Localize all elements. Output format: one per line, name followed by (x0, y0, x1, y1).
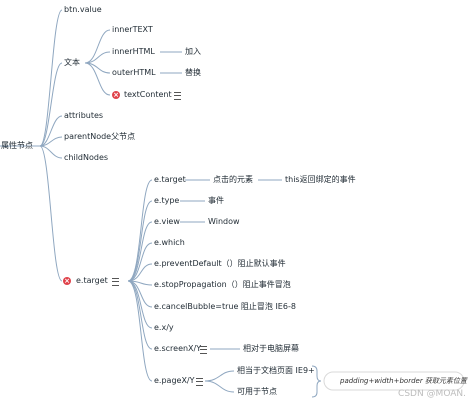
node-event-screen-desc: 相对于电脑屏幕 (243, 344, 299, 353)
node-event-xy: e.x/y (154, 323, 174, 332)
note-lines-icon (196, 378, 203, 386)
node-event-page-desc1: 相当于文档页面 IE9+ (237, 366, 315, 375)
node-btn-value: btn.value (64, 5, 102, 14)
node-event-stop: e.stopPropagation（）阻止事件冒泡 (154, 280, 291, 289)
node-innerhtml: innerHTML (112, 47, 155, 56)
root-node: 属性节点 (1, 141, 33, 150)
node-innerhtml-note: 加入 (185, 47, 201, 56)
node-event-type-desc: 事件 (208, 196, 224, 205)
node-event-cancel: e.cancelBubble=true 阻止冒泡 IE6-8 (154, 302, 296, 311)
node-event-screen: e.screenX/Y (154, 344, 202, 353)
node-textcontent: textContent (124, 90, 172, 99)
node-parentnode: parentNode父节点 (64, 132, 136, 141)
node-event-view-desc: Window (208, 217, 240, 226)
node-event-prevent: e.preventDefault（）阻止默认事件 (154, 259, 286, 268)
watermark: CSDN @MOAN. (398, 389, 466, 399)
node-event-target-desc2: this返回绑定的事件 (285, 175, 356, 184)
node-event-which: e.which (154, 238, 185, 247)
x-circle-icon: × (112, 91, 120, 99)
position-callout: padding+width+border 获取元素位置 (340, 377, 467, 385)
note-lines-icon (112, 278, 119, 286)
node-innertext: innerTEXT (112, 25, 153, 34)
node-event-page: e.pageX/Y (154, 376, 195, 385)
node-event-page-desc2: 可用于节点 (237, 387, 277, 396)
node-etarget-main: e.target (76, 276, 108, 285)
node-attributes: attributes (64, 111, 104, 120)
node-text: 文本 (64, 58, 80, 67)
node-outerhtml: outerHTML (112, 68, 156, 77)
note-lines-icon (200, 346, 207, 354)
node-event-target: e.target (154, 175, 186, 184)
note-lines-icon (174, 92, 181, 100)
node-event-type: e.type (154, 196, 180, 205)
x-circle-icon: × (63, 277, 71, 285)
node-event-view: e.view (154, 217, 180, 226)
node-outerhtml-note: 替换 (185, 68, 201, 77)
node-event-target-desc: 点击的元素 (213, 175, 253, 184)
node-childnodes: childNodes (64, 153, 109, 162)
